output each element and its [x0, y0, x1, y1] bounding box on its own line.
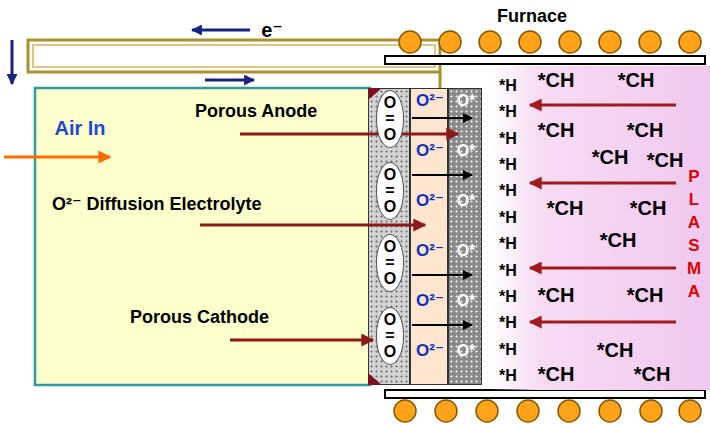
- methylidyne-radical: *CH: [538, 119, 575, 141]
- oxygen-molecule: O=O: [376, 162, 404, 220]
- coil-turn: [679, 400, 701, 422]
- coil-turn: [599, 31, 621, 53]
- seal-corner: [368, 373, 382, 385]
- methylidyne-radical: *CH: [538, 284, 575, 306]
- methylidyne-radical: *CH: [592, 146, 629, 168]
- methylidyne-radical: *CH: [647, 149, 684, 171]
- ion-flow-arrow: [412, 117, 472, 119]
- oxygen-molecule: O=O: [376, 90, 404, 148]
- adsorbed-oxygen: O*: [457, 342, 476, 360]
- coil-turn: [599, 400, 621, 422]
- oxide-ion: O²⁻: [416, 342, 444, 361]
- hydrogen-radical: *H: [499, 130, 517, 148]
- methylidyne-radical: *CH: [630, 197, 667, 219]
- adsorbed-oxygen: O*: [457, 92, 476, 110]
- oxide-ion: O²⁻: [416, 292, 444, 311]
- methylidyne-radical: *CH: [618, 69, 655, 91]
- hydrogen-radical: *H: [499, 288, 517, 306]
- coil-turn: [558, 400, 580, 422]
- electron-arrow: [205, 79, 254, 82]
- furnace-bar: [385, 56, 705, 64]
- coil-turn: [394, 400, 416, 422]
- hydrogen-radical: *H: [499, 104, 517, 122]
- external-wire-inner: [33, 45, 435, 67]
- methylidyne-radical: *CH: [538, 69, 575, 91]
- oxygen-molecule: O=O: [376, 234, 404, 292]
- part-label: Porous Anode: [195, 102, 317, 122]
- methylidyne-radical: *CH: [627, 119, 664, 141]
- coil-turn: [517, 400, 539, 422]
- oxide-ion: O²⁻: [416, 242, 444, 261]
- air-inlet-arrow: [4, 156, 110, 159]
- oxide-ion: O²⁻: [416, 142, 444, 161]
- furnace-bar: [385, 390, 705, 398]
- hydrogen-radical: *H: [499, 341, 517, 359]
- oxygen-molecule: O=O: [376, 307, 404, 365]
- hydrogen-radical: *H: [499, 183, 517, 201]
- methylidyne-radical: *CH: [627, 284, 664, 306]
- plasma-label: PLASMA: [686, 166, 703, 304]
- coil-turn: [476, 400, 498, 422]
- ion-flow-arrow: [412, 274, 472, 276]
- methylidyne-radical: *CH: [547, 197, 584, 219]
- hydrogen-radical: *H: [499, 209, 517, 227]
- radical-flow-arrow: [530, 267, 676, 270]
- coil-turn: [640, 400, 662, 422]
- coil-turn: [519, 31, 541, 53]
- adsorbed-oxygen: O*: [457, 142, 476, 160]
- coil-turn: [679, 31, 701, 53]
- oxide-ion: O²⁻: [416, 92, 444, 111]
- ion-flow-arrow: [412, 174, 472, 176]
- hydrogen-radical: *H: [499, 77, 517, 95]
- adsorbed-oxygen: O*: [457, 242, 476, 260]
- porous-anode-layer: O* O* O* O* O* O*: [448, 88, 482, 385]
- methylidyne-radical: *CH: [634, 363, 671, 385]
- coil-turn: [639, 31, 661, 53]
- coil-turn: [479, 31, 501, 53]
- adsorbed-oxygen: O*: [457, 292, 476, 310]
- coil-turn: [559, 31, 581, 53]
- coil-turn: [435, 400, 457, 422]
- leader-arrow: [230, 339, 373, 342]
- external-wire: [28, 40, 440, 72]
- electron-label: e⁻: [261, 19, 283, 41]
- ion-flow-arrow: [412, 324, 472, 326]
- methylidyne-radical: *CH: [597, 339, 634, 361]
- air-inlet-label: Air In: [54, 117, 105, 139]
- hydrogen-radical: *H: [499, 367, 517, 385]
- coil-turn: [439, 31, 461, 53]
- leader-arrow: [200, 224, 425, 227]
- seal-corner: [368, 88, 382, 100]
- cell-housing: [35, 88, 370, 385]
- electrolyte-layer: O²⁻ O²⁻ O²⁻ O²⁻ O²⁻ O²⁻: [410, 88, 448, 385]
- part-label: O²⁻ Diffusion Electrolyte: [52, 195, 262, 215]
- porous-cathode-layer: O=O O=O O=O O=O: [368, 88, 410, 385]
- radical-flow-arrow: [530, 182, 676, 185]
- radical-flow-arrow: [530, 104, 676, 107]
- hydrogen-radical: *H: [499, 262, 517, 280]
- oxide-ion: O²⁻: [416, 192, 444, 211]
- methylidyne-radical: *CH: [538, 363, 575, 385]
- radical-flow-arrow: [530, 321, 676, 324]
- adsorbed-oxygen: O*: [457, 192, 476, 210]
- furnace-label: Furnace: [497, 7, 567, 27]
- electron-arrow: [11, 40, 14, 84]
- electron-arrow: [192, 29, 250, 32]
- hydrogen-radical: *H: [499, 235, 517, 253]
- leader-arrow: [240, 133, 458, 136]
- coil-turn: [399, 31, 421, 53]
- part-label: Porous Cathode: [130, 308, 269, 328]
- wire-lead: [439, 72, 442, 88]
- hydrogen-radical: *H: [499, 156, 517, 174]
- methylidyne-radical: *CH: [600, 229, 637, 251]
- hydrogen-radical: *H: [499, 314, 517, 332]
